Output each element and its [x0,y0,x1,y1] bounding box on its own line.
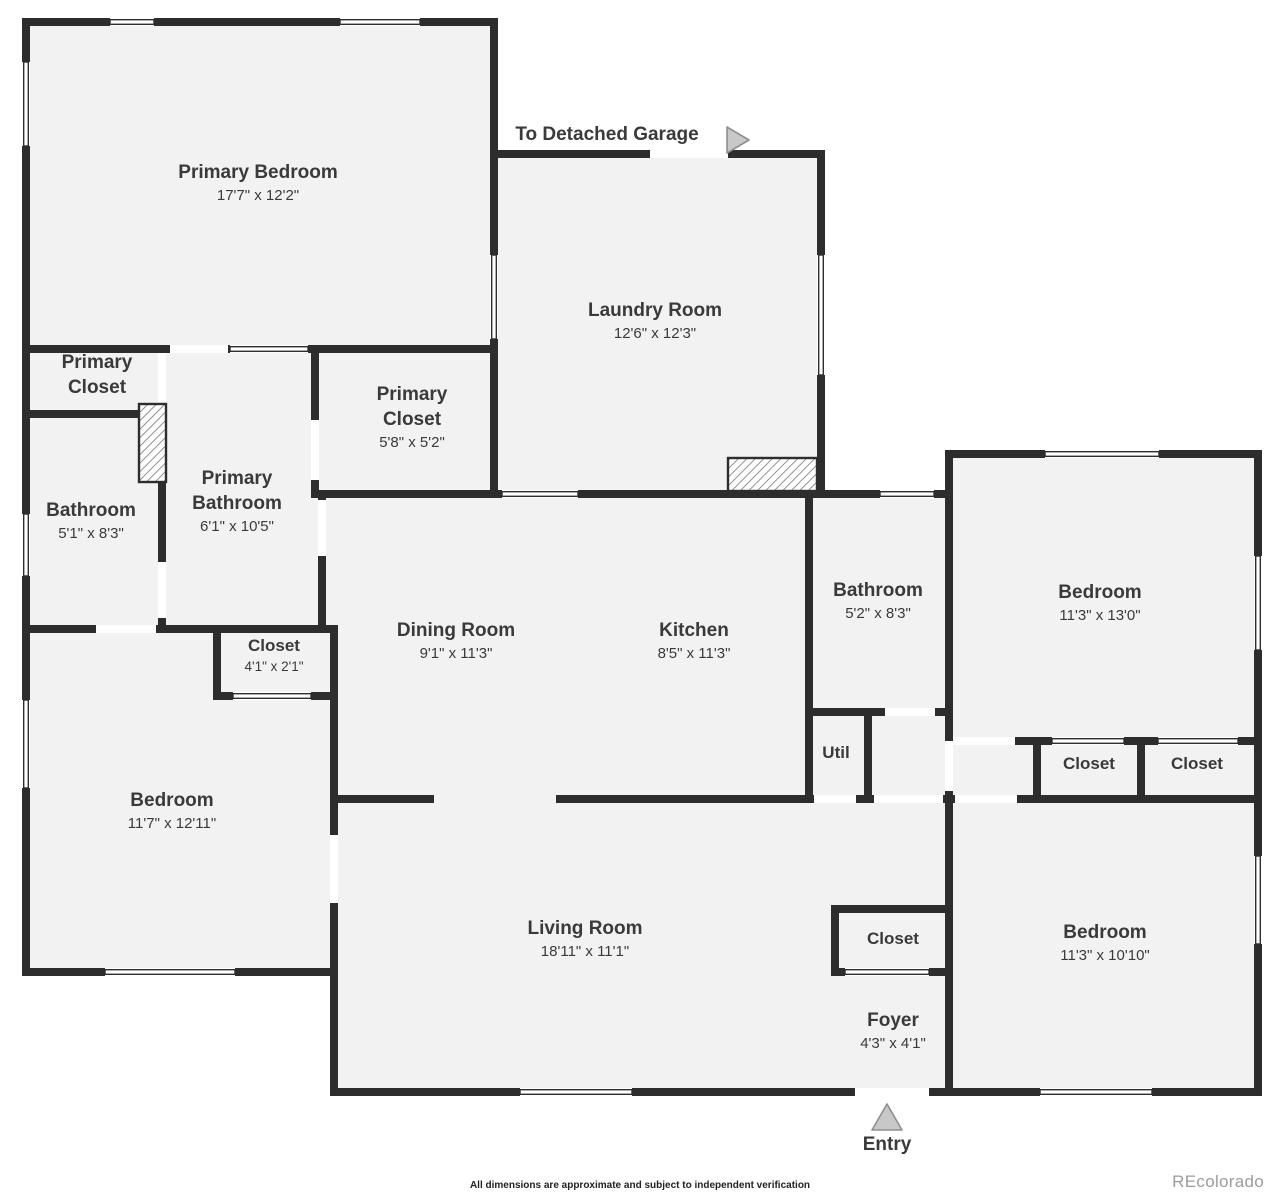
watermark: REcolorado [1172,1172,1264,1191]
garage-arrow-icon [726,126,750,154]
garage-label: To Detached Garage [515,124,699,145]
hatch-area-stairs [726,456,819,493]
cased-openings [229,254,1239,976]
entry-label: Entry [862,1134,912,1155]
entry-arrow-icon [871,1103,903,1131]
floor-area [26,22,1258,1092]
windows [22,18,1262,1096]
hatch-area-chimney [137,402,168,484]
door-openings [96,150,1017,1096]
disclaimer-text: All dimensions are approximate and subje… [469,1180,811,1191]
